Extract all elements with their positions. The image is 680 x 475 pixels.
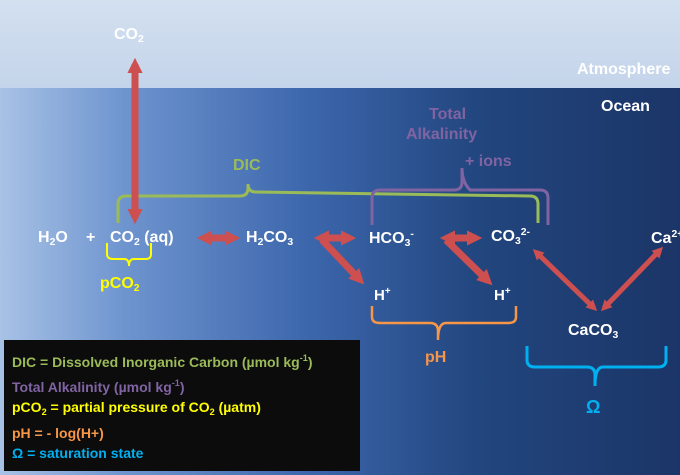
- alkalinity-bracket: [370, 167, 550, 225]
- ca-caco3-arrow: [600, 246, 664, 312]
- co2-aq-species: CO2 (aq): [110, 229, 174, 248]
- atmosphere-label: Atmosphere: [577, 61, 671, 78]
- legend-box: DIC = Dissolved Inorganic Carbon (µmol k…: [4, 340, 360, 471]
- dic-bracket: [116, 183, 540, 223]
- legend-dic: DIC = Dissolved Inorganic Carbon (µmol k…: [12, 353, 313, 370]
- atmosphere-region: [0, 0, 680, 88]
- ph-label: pH: [425, 349, 447, 366]
- omega-label: Ω: [586, 397, 601, 417]
- dic-label: DIC: [233, 157, 261, 174]
- pco2-label: pCO2: [100, 275, 140, 294]
- ca-species: Ca2+: [651, 229, 680, 247]
- plus-sign: +: [86, 229, 96, 246]
- omega-bracket: [525, 346, 668, 387]
- h-ion-left: H+: [374, 286, 391, 304]
- h2co3-h-arrow: [319, 237, 365, 285]
- co2-atmosphere: CO2: [114, 26, 144, 45]
- caco3-species: CaCO3: [568, 322, 619, 341]
- h2o-species: H2O: [38, 229, 68, 248]
- legend-total-alkalinity: Total Alkalinity (µmol kg-1): [12, 377, 185, 395]
- hco3-h-arrow: [443, 237, 493, 286]
- ions-label: + ions: [465, 153, 512, 170]
- h2co3-species: H2CO3: [246, 229, 294, 248]
- ph-bracket: [370, 306, 518, 341]
- co3-caco3-arrow: [532, 248, 598, 312]
- total-alkalinity-label: Total Alkalinity: [406, 106, 478, 143]
- h-ion-right: H+: [494, 286, 511, 304]
- ocean-label: Ocean: [601, 98, 650, 115]
- co3-species: CO32-: [491, 227, 531, 247]
- legend-omega: Ω = saturation state: [12, 445, 144, 461]
- hco3-species: HCO3-: [369, 229, 414, 249]
- pco2-bracket: [106, 243, 152, 267]
- legend-pco2: pCO2 = partial pressure of CO2 (µatm): [12, 399, 261, 417]
- legend-ph: pH = - log(H+): [12, 424, 104, 441]
